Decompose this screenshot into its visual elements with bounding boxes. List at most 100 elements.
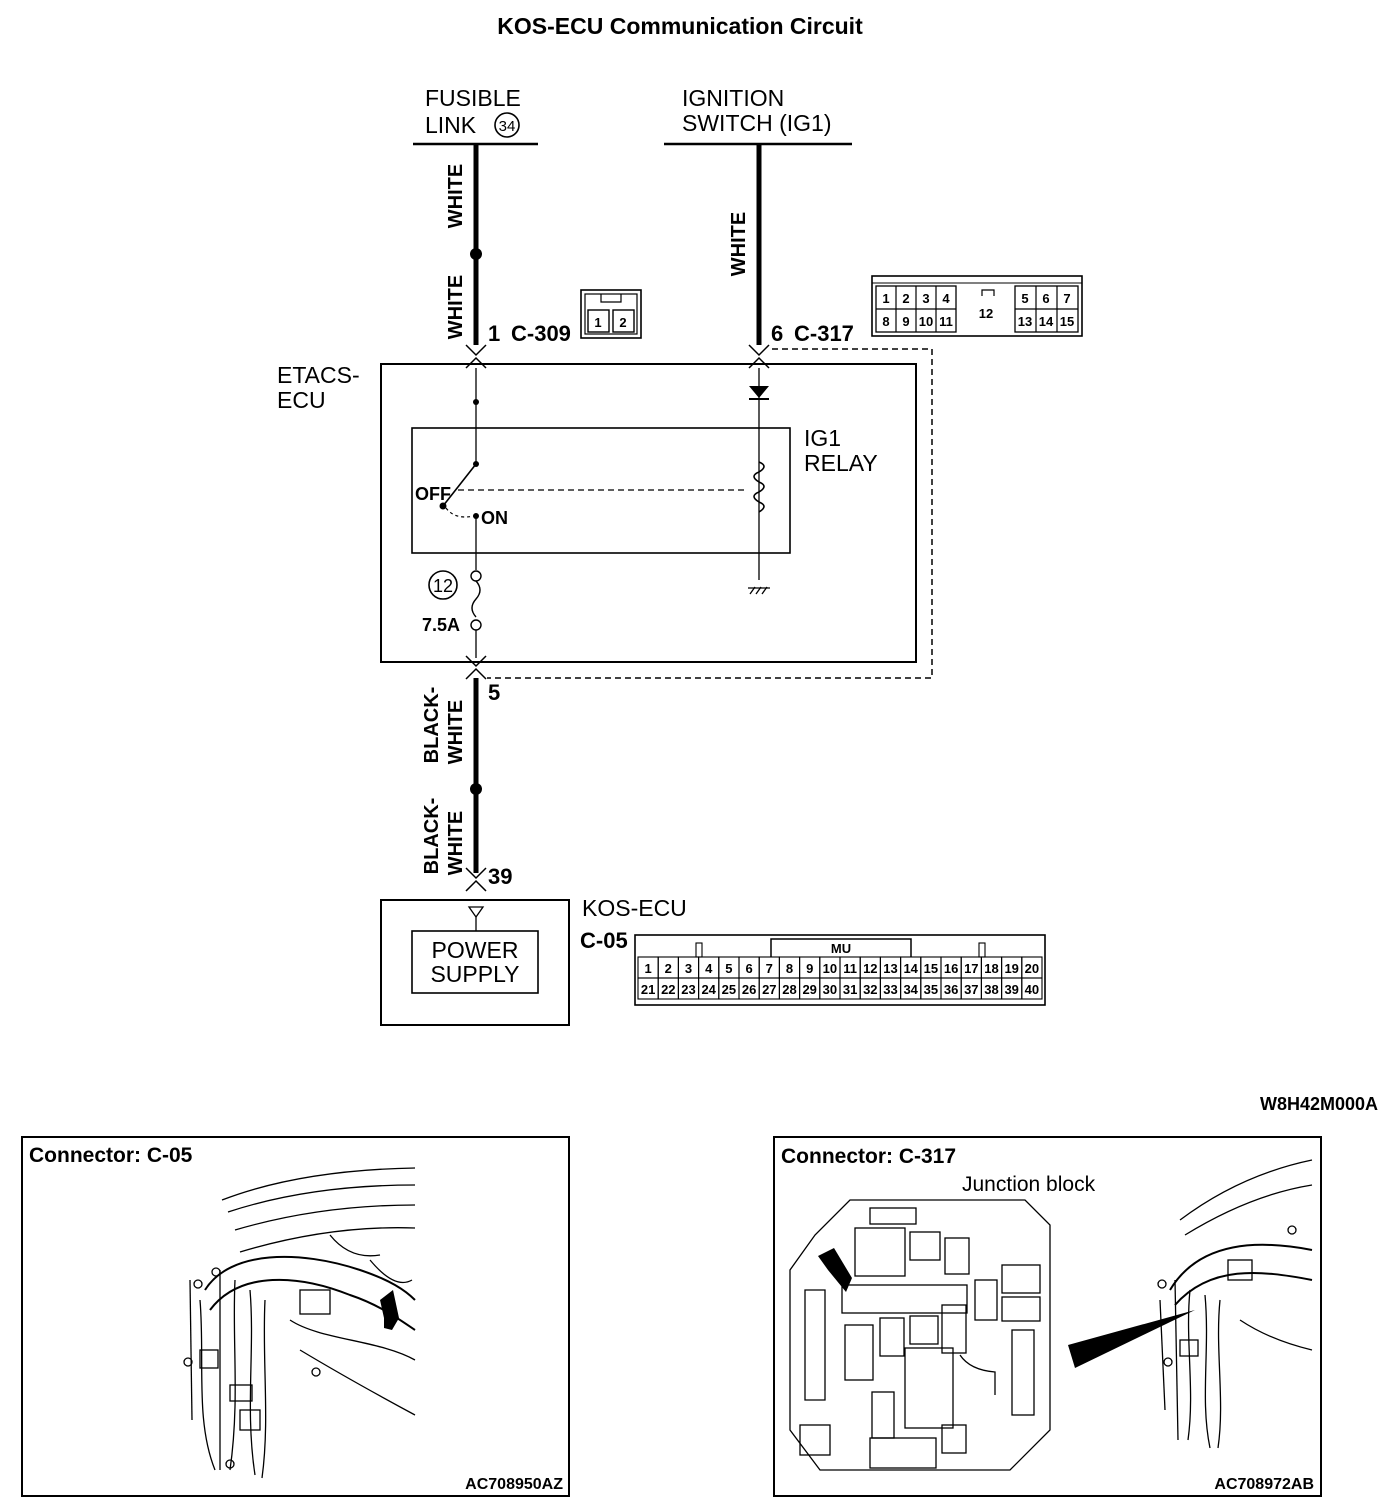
ground-icon: [748, 586, 770, 595]
c05-pin-8: 8: [786, 961, 793, 976]
wire-color-white-3: WHITE: [728, 212, 750, 276]
c05-pin-11: 11: [843, 961, 857, 976]
c05-pin-20: 20: [1025, 961, 1039, 976]
wire-color-black-2a: BLACK-: [421, 798, 443, 875]
c05-pin-12: 12: [863, 961, 877, 976]
terminal-5: 5: [488, 680, 500, 705]
fusible-link-label-line1: FUSIBLE: [425, 85, 521, 111]
c05-pin-22: 22: [661, 982, 675, 997]
c05-pin-34: 34: [903, 982, 918, 997]
wire-color-white-1: WHITE: [445, 164, 467, 228]
switch-on-label: ON: [481, 508, 508, 528]
kos-ecu-input-triangle: [467, 906, 485, 919]
ignition-switch-label-line1: IGNITION: [682, 85, 784, 111]
switch-pivot: [439, 502, 447, 510]
c05-pin-18: 18: [984, 961, 998, 976]
dashboard-harness-sketch-c05: [183, 1167, 416, 1479]
panel-connector-c317: Connector: C-317 Junction block AC708972…: [773, 1136, 1322, 1497]
panel-c317-title: Connector: C-317: [781, 1145, 956, 1168]
c05-mu-label: MU: [831, 941, 851, 956]
wire-color-white-2: WHITE: [445, 275, 467, 339]
etacs-node-top: [473, 399, 479, 405]
c05-pin-39: 39: [1004, 982, 1018, 997]
junction-block-sketch: [789, 1159, 1313, 1471]
fuse-icon: [471, 580, 481, 618]
fuse-terminal-top: [470, 570, 482, 582]
switch-travel-dashed: [445, 507, 475, 518]
connector-c317-label: C-317: [794, 321, 854, 346]
panel-c05-code: AC708950AZ: [465, 1476, 563, 1493]
c05-pin-28: 28: [782, 982, 796, 997]
c05-pin-14: 14: [903, 961, 918, 976]
relay-coil-icon: [753, 461, 765, 513]
terminal-39: 39: [488, 864, 512, 889]
etacs-ecu-label-line2: ECU: [277, 387, 326, 413]
c317-pin-3: 3: [922, 291, 929, 306]
connector-mark-5-top: [465, 655, 487, 668]
pointer-wedge: [1068, 1310, 1195, 1368]
c05-pin-10: 10: [823, 961, 837, 976]
c317-pin-10: 10: [919, 314, 933, 329]
c05-pin-21: 21: [641, 982, 655, 997]
etacs-ecu-label-line1: ETACS-: [277, 362, 360, 388]
c309-pin-2: 2: [619, 315, 626, 330]
c05-pin-38: 38: [984, 982, 998, 997]
c05-pin-15: 15: [924, 961, 938, 976]
c317-pin-12: 12: [979, 306, 993, 321]
connector-mark-39-bottom: [465, 879, 487, 892]
fusible-link-label-line2: LINK: [425, 112, 477, 138]
c317-pin-11: 11: [939, 314, 953, 329]
c05-pin-40: 40: [1025, 982, 1039, 997]
c317-pin-13: 13: [1018, 314, 1032, 329]
ig1-relay-box: [411, 427, 791, 554]
c05-pin-7: 7: [766, 961, 773, 976]
panel-c05-title: Connector: C-05: [29, 1144, 193, 1167]
connector-mark-39-top: [465, 867, 487, 880]
kos-ecu-connector-label: C-05: [580, 928, 628, 953]
c05-pin-5: 5: [725, 961, 732, 976]
power-supply-label-line1: POWER: [432, 937, 519, 963]
switch-arm: [442, 463, 477, 507]
c05-pin-24: 24: [701, 982, 716, 997]
wire-color-black-1a: BLACK-: [421, 687, 443, 764]
panel-c317-junction-label: Junction block: [962, 1173, 1096, 1196]
c317-pin-9: 9: [902, 314, 909, 329]
c05-pin-31: 31: [843, 982, 857, 997]
c05-pin-37: 37: [964, 982, 978, 997]
c05-pin-2: 2: [665, 961, 672, 976]
c05-pin-4: 4: [705, 961, 713, 976]
c317-pin-2: 2: [902, 291, 909, 306]
terminal-1: 1: [488, 321, 500, 346]
connector-mark-c317-top: [748, 344, 770, 357]
c05-pin-19: 19: [1004, 961, 1018, 976]
fusible-link-number: 34: [499, 118, 516, 135]
connector-c309-face: 1 2: [580, 289, 642, 339]
kos-ecu-box: [380, 899, 570, 1026]
c317-pin-4: 4: [942, 291, 950, 306]
c05-pin-36: 36: [944, 982, 958, 997]
c05-pin-16: 16: [944, 961, 958, 976]
c05-pin-9: 9: [806, 961, 813, 976]
power-supply-box: [411, 930, 539, 994]
c05-pin-cell: [1021, 977, 1043, 1000]
c05-pin-27: 27: [762, 982, 776, 997]
c05-pin-13: 13: [883, 961, 897, 976]
c05-pin-23: 23: [681, 982, 695, 997]
c05-pin-29: 29: [802, 982, 816, 997]
c317-pin-6: 6: [1042, 291, 1049, 306]
c317-pin-14: 14: [1039, 314, 1054, 329]
wire-color-black-1b: WHITE: [445, 700, 467, 764]
c317-pin-7: 7: [1063, 291, 1070, 306]
c05-pin-6: 6: [745, 961, 752, 976]
ig1-relay-label-line2: RELAY: [804, 450, 878, 476]
connector-c309-label: C-309: [511, 321, 571, 346]
arrow-icon: [818, 1248, 852, 1292]
fusible-link-number-circle: [494, 112, 520, 138]
diode-symbol: [749, 386, 769, 398]
splice-dot-upper: [470, 248, 482, 260]
power-supply-label-line2: SUPPLY: [430, 961, 519, 987]
terminal-6: 6: [771, 321, 783, 346]
